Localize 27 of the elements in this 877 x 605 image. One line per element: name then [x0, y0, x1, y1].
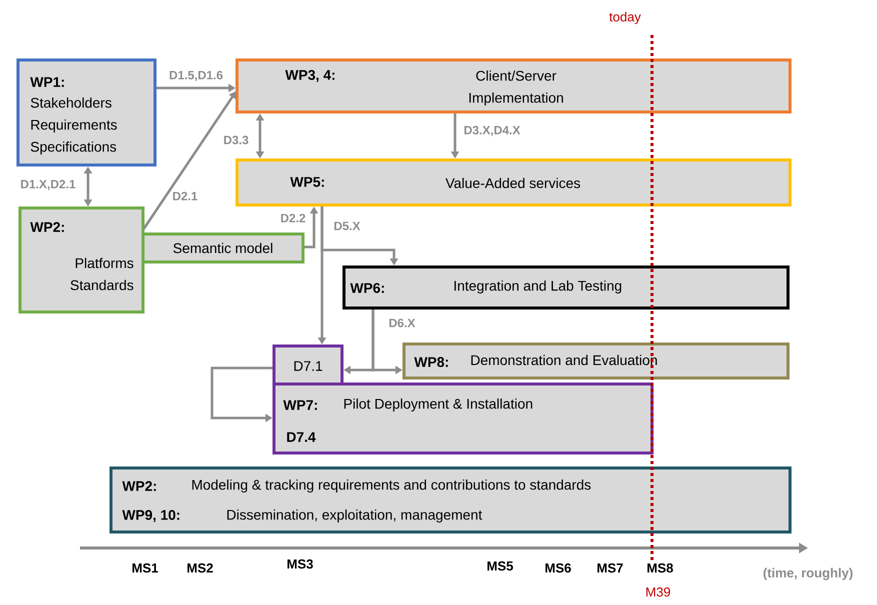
edge-label: D1.X,D2.1 — [19, 178, 77, 192]
work-package-box: WP3, 4: Client/Server Implementation — [236, 58, 792, 114]
edge-label: D1.5,D1.6 — [168, 70, 224, 82]
milestone-label: MS6 — [546, 563, 571, 573]
milestone-label: MS1 — [132, 563, 158, 573]
month-label: M39 — [646, 587, 670, 597]
milestone-label: MS5 — [488, 561, 513, 571]
edge-label: D6.X — [388, 318, 416, 328]
edge-label: D5.X — [332, 220, 362, 232]
work-package-box: WP5: Value-Added services — [236, 158, 792, 206]
edge-label: D3.X,D4.X — [462, 124, 522, 138]
work-package-box: WP2: Modeling & tracking requirements and contributions to standards WP9, 10: Dissemination, exploitation, management — [110, 466, 792, 534]
edge-label: D2.2 — [279, 212, 307, 224]
milestone-label: MS3 — [288, 559, 313, 569]
milestone-label: MS2 — [188, 563, 213, 573]
work-package-box: WP2: Platforms Standards — [18, 206, 144, 314]
model-box: Semantic model — [142, 232, 304, 264]
axis-label: (time, roughly) — [764, 568, 852, 580]
milestone-label: MS8 — [648, 563, 673, 573]
milestone-label: MS7 — [598, 563, 623, 573]
deliverable-box: D7.1 — [272, 344, 344, 386]
today-label: today — [609, 12, 641, 24]
edge-label: D3.3 — [222, 134, 250, 146]
edge-label: D2.1 — [171, 190, 199, 202]
work-package-box: WP6: Integration and Lab Testing — [342, 266, 790, 310]
work-package-box: WP1: Stakeholders Requirements Specifications — [16, 58, 156, 166]
work-package-box: WP8: Demonstration and Evaluation — [402, 342, 790, 380]
